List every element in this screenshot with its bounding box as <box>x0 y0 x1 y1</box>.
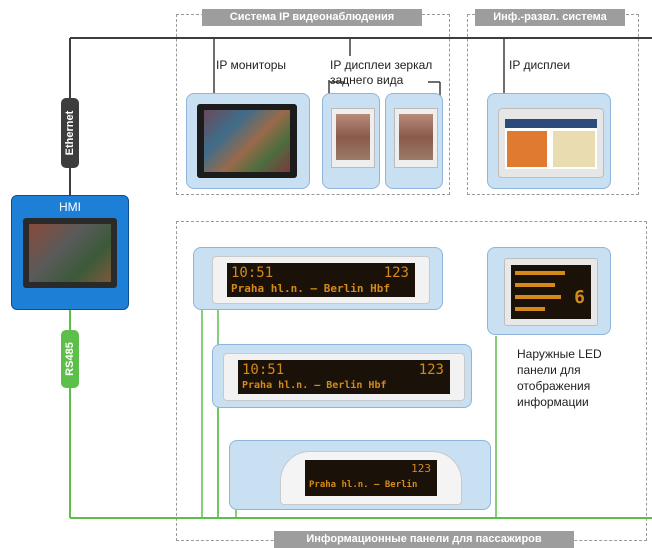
outdoor-led-row <box>515 295 561 299</box>
outdoor-label-line2: панели для <box>517 363 581 377</box>
led-display: 10:51 123 Praha hl.n. – Berlin Hbf <box>238 360 450 394</box>
led-panel-card-3: 123 Praha hl.n. – Berlin <box>229 440 491 510</box>
hmi-block: HMI <box>11 195 129 310</box>
mirror-display-card-right <box>385 93 443 189</box>
led-route: Praha hl.n. – Berlin <box>309 480 418 490</box>
led-panel-frame: 10:51 123 Praha hl.n. – Berlin Hbf <box>223 353 465 401</box>
led-panel-card-1: 10:51 123 Praha hl.n. – Berlin Hbf <box>193 247 443 310</box>
ip-monitors-label: IP мониторы <box>216 58 287 72</box>
led-number: 123 <box>383 265 409 281</box>
display-screen <box>505 119 597 169</box>
outdoor-led-number: 6 <box>574 287 585 308</box>
rs485-tag: RS485 <box>61 330 79 388</box>
led-number: 123 <box>411 462 431 475</box>
display-map <box>553 131 595 167</box>
outdoor-led-frame: 6 <box>504 258 598 326</box>
ip-mirror-label-line1: IP дисплеи зеркал <box>330 58 433 72</box>
mirror-display-device <box>331 108 375 168</box>
outdoor-led-row <box>515 271 565 275</box>
led-panel-frame: 123 Praha hl.n. – Berlin <box>280 451 462 505</box>
passenger-panels-tag: Информационные панели для пассажиров <box>274 531 574 548</box>
led-panel-frame: 10:51 123 Praha hl.n. – Berlin Hbf <box>212 256 430 304</box>
mirror-display-device <box>394 108 438 168</box>
mirror-display-card-left <box>322 93 380 189</box>
outdoor-label-line4: информации <box>517 395 589 409</box>
ip-monitor-card <box>186 93 310 189</box>
mirror-screen <box>336 114 370 160</box>
outdoor-label-line1: Наружные LED <box>517 347 602 361</box>
ip-display-card <box>487 93 611 189</box>
led-number: 123 <box>418 362 444 378</box>
display-header-bar <box>505 119 597 128</box>
hmi-screen <box>29 224 111 282</box>
outdoor-led-display: 6 <box>511 265 591 319</box>
outdoor-led-row <box>515 283 555 287</box>
rs485-label: RS485 <box>64 342 76 376</box>
outdoor-led-row <box>515 307 545 311</box>
hmi-title: HMI <box>59 200 81 214</box>
led-display: 123 Praha hl.n. – Berlin <box>305 460 437 496</box>
ip-monitor-device <box>197 104 297 178</box>
outdoor-led-card: 6 <box>487 247 611 335</box>
video-system-tag: Система IP видеонаблюдения <box>202 9 422 26</box>
outdoor-label-line3: отображения <box>517 379 591 393</box>
mirror-screen <box>399 114 433 160</box>
led-route: Praha hl.n. – Berlin Hbf <box>242 380 387 391</box>
led-panel-card-2: 10:51 123 Praha hl.n. – Berlin Hbf <box>212 344 472 408</box>
monitor-screen <box>204 110 290 172</box>
hmi-device <box>23 218 117 288</box>
display-left-panel <box>507 131 547 167</box>
led-time: 10:51 <box>242 362 285 378</box>
ip-mirror-label-line2: заднего вида <box>330 73 404 87</box>
ethernet-label: Ethernet <box>64 110 76 156</box>
ip-displays-label: IP дисплеи <box>509 58 571 72</box>
led-display: 10:51 123 Praha hl.n. – Berlin Hbf <box>227 263 415 297</box>
led-route: Praha hl.n. – Berlin Hbf <box>231 282 390 295</box>
led-time: 10:51 <box>231 265 274 281</box>
ip-display-device <box>498 108 604 178</box>
ethernet-tag: Ethernet <box>61 98 79 168</box>
infotainment-tag: Инф.-развл. система <box>475 9 625 26</box>
